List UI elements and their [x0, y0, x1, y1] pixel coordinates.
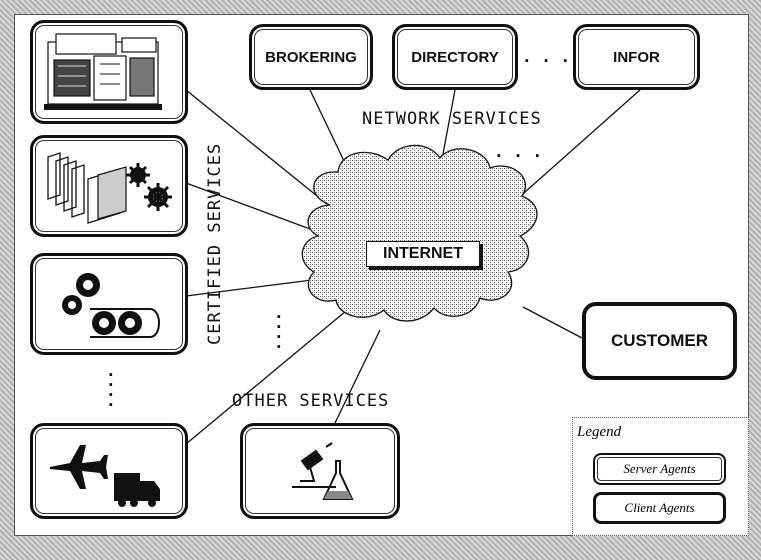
legend-client-agents: Client Agents	[593, 492, 726, 524]
other-services-title: OTHER SERVICES	[232, 391, 390, 411]
gears-files-icon	[47, 152, 172, 224]
legend-title: Legend	[577, 424, 622, 440]
links	[185, 89, 641, 445]
airplane-truck-icon	[50, 445, 160, 507]
directory-label: DIRECTORY	[411, 48, 499, 66]
brokering-label: BROKERING	[265, 48, 357, 66]
certified-service-box-1[interactable]	[30, 20, 188, 124]
other-service-box-lab[interactable]	[240, 423, 400, 519]
certified-services-vertical-ellipsis: ....	[106, 361, 116, 410]
center-vertical-ellipsis: ....	[274, 303, 284, 352]
customer-box[interactable]: CUSTOMER	[582, 302, 737, 380]
network-services-vertical-ellipsis: . . .	[494, 142, 543, 161]
certified-service-box-3[interactable]	[30, 253, 188, 355]
brokering-box[interactable]: BROKERING	[249, 24, 373, 90]
legend: Legend Server Agents Client Agents	[572, 417, 749, 536]
directory-box[interactable]: DIRECTORY	[392, 24, 518, 90]
internet-label: INTERNET	[366, 241, 480, 267]
network-services-ellipsis: . . .	[522, 47, 571, 66]
other-service-box-transport[interactable]	[30, 423, 188, 519]
legend-server-agents: Server Agents	[593, 453, 726, 485]
factory-machine-icon	[44, 33, 162, 110]
conveyor-rollers-icon	[62, 273, 160, 338]
certified-service-box-2[interactable]	[30, 135, 188, 237]
microscope-flask-icon	[292, 442, 354, 500]
infor-box[interactable]: INFOR	[573, 24, 700, 90]
customer-label: CUSTOMER	[611, 331, 708, 350]
certified-services-title: CERTIFIED SERVICES	[205, 142, 225, 345]
network-services-title: NETWORK SERVICES	[362, 109, 542, 129]
infor-label: INFOR	[613, 48, 660, 66]
internet-cloud	[301, 144, 538, 322]
